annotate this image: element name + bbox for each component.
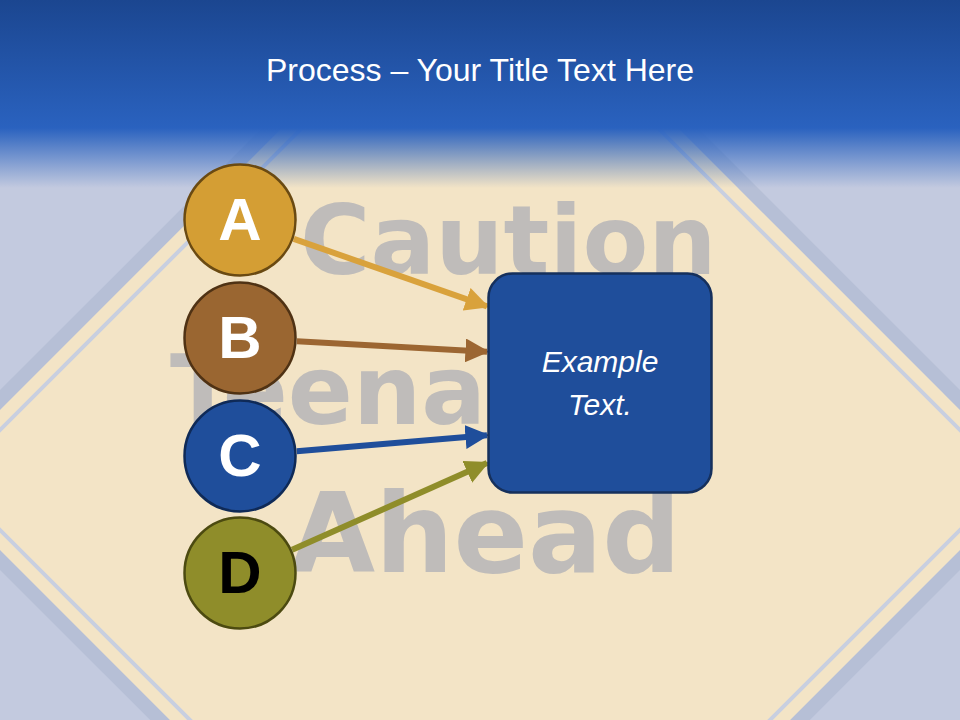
- arrow-connector: [292, 463, 487, 550]
- box-outline: [487, 272, 713, 494]
- circle-shape: [185, 401, 296, 512]
- circle-letter: D: [218, 543, 261, 603]
- process-box: Example Text.: [487, 272, 713, 494]
- letter-circle: D: [183, 516, 297, 630]
- letter-circle: A: [183, 163, 297, 277]
- slide-title: Process – Your Title Text Here: [0, 52, 960, 89]
- arrow-connector: [297, 341, 487, 352]
- box-shape: [489, 274, 712, 493]
- letter-circle: C: [183, 399, 297, 513]
- circle-shape: [185, 283, 296, 394]
- arrow-connector: [294, 239, 487, 307]
- circle-letter: C: [218, 426, 261, 486]
- circle-shape: [185, 165, 296, 276]
- box-text: Example Text.: [525, 340, 675, 427]
- circle-shape: [185, 518, 296, 629]
- circle-letter: B: [218, 308, 261, 368]
- circle-letter: A: [218, 190, 261, 250]
- arrow-connector: [297, 435, 487, 451]
- letter-circle: B: [183, 281, 297, 395]
